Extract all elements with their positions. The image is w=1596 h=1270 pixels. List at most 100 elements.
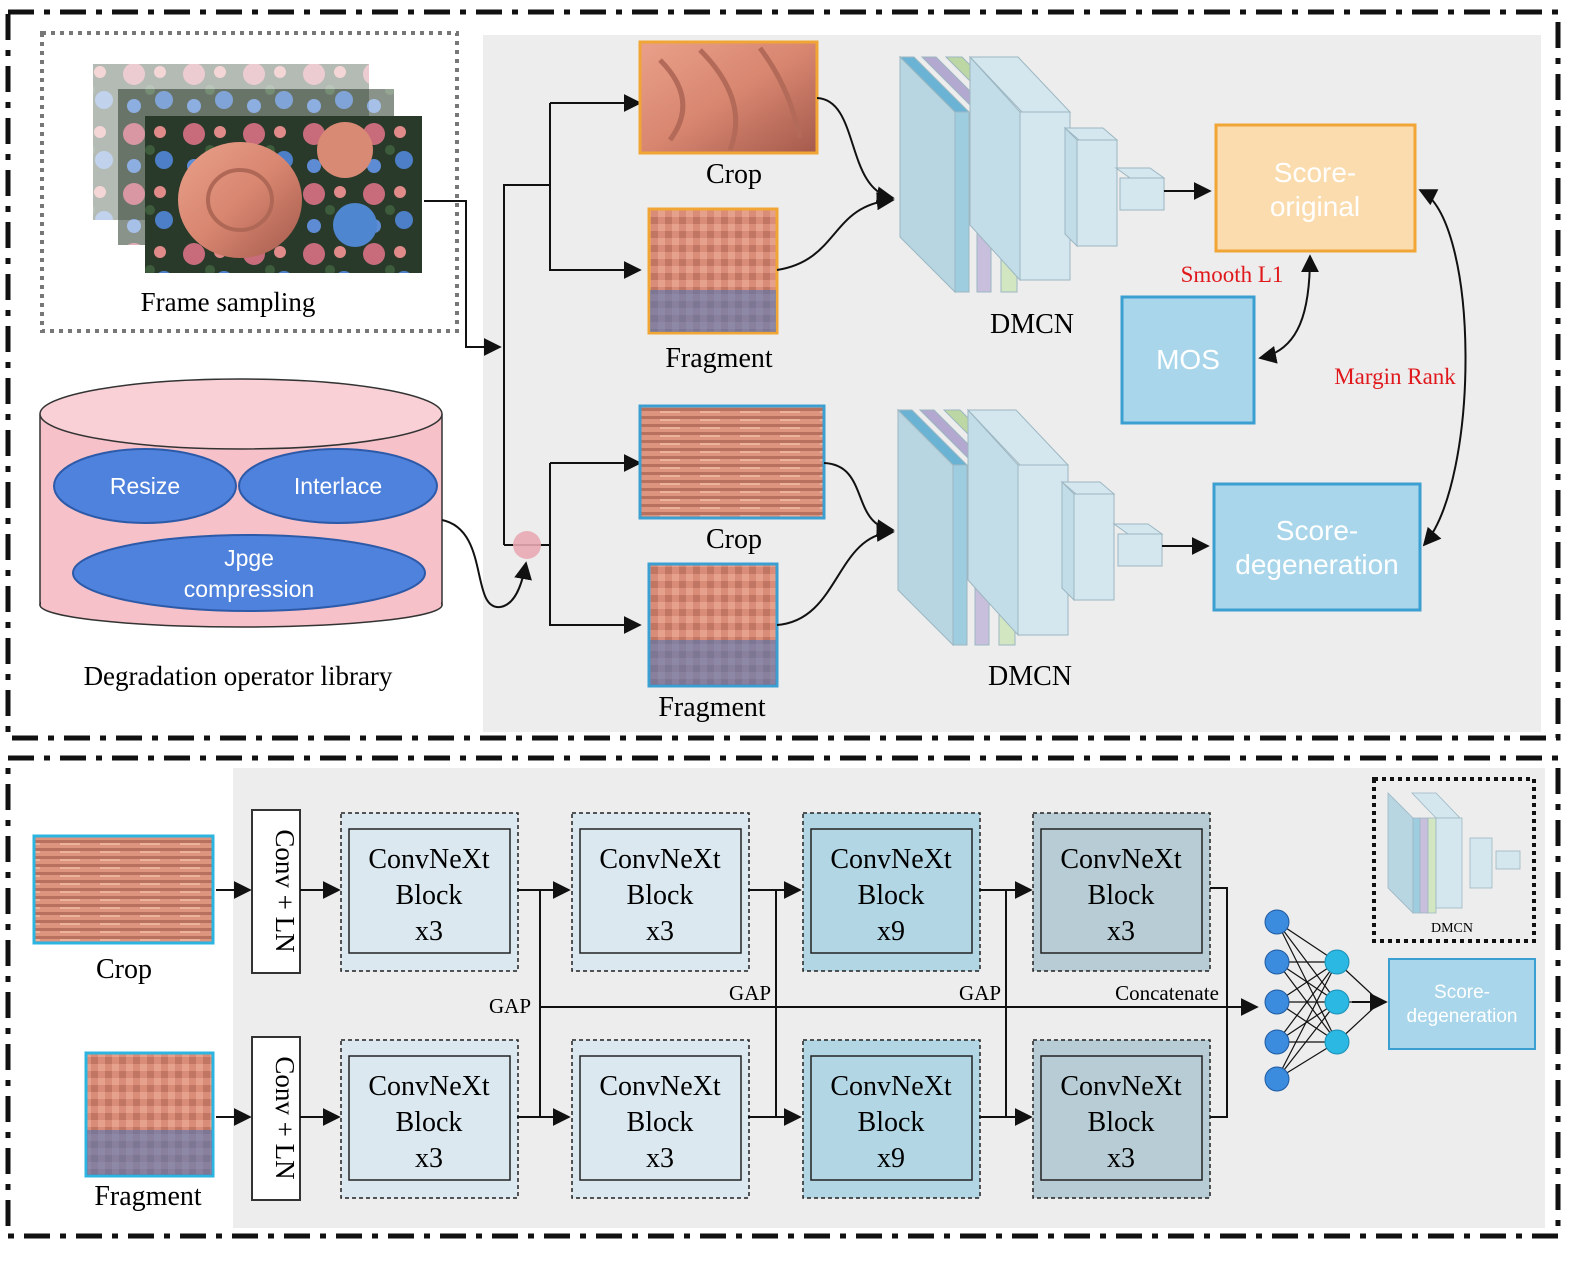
gap-label-2: GAP: [729, 981, 771, 1005]
dmcn-network-top: [898, 55, 1166, 294]
block-title-bottom-4: ConvNeXt: [1060, 1071, 1182, 1102]
bottom-panel-frame: [5, 755, 1561, 1239]
mos-label: MOS: [1156, 344, 1220, 375]
block-count-top-2: x3: [646, 916, 674, 947]
block-subtitle-top-1: Block: [396, 880, 463, 911]
score-original-line2: original: [1270, 191, 1360, 222]
resize-operator: [53, 448, 237, 524]
degraded-crop-label: Crop: [706, 524, 762, 555]
mlp-input-node: [1264, 949, 1290, 975]
bottom-crop-label: Crop: [96, 954, 152, 985]
smooth-l1-label: Smooth L1: [1181, 262, 1284, 287]
top-fragment-label: Fragment: [665, 343, 773, 374]
block-title-top-3: ConvNeXt: [830, 844, 952, 875]
block-count-bottom-4: x3: [1107, 1143, 1135, 1174]
block-title-top-2: ConvNeXt: [599, 844, 721, 875]
block-title-bottom-1: ConvNeXt: [368, 1071, 490, 1102]
convnext-block-bottom-2: [579, 1055, 742, 1181]
interlace-operator: [238, 448, 438, 524]
mlp-hidden-node: [1324, 1029, 1350, 1055]
convnext-block-bottom-3: [810, 1055, 973, 1181]
convnext-block-bottom-4: [1040, 1055, 1203, 1181]
mlp-hidden-node: [1324, 949, 1350, 975]
mlp-input-node: [1264, 1029, 1290, 1055]
score-degeneration-line2: degeneration: [1235, 549, 1398, 580]
bottom-input-arrows: [216, 881, 341, 1126]
convnext-block-top-1: [348, 828, 511, 954]
block-subtitle-bottom-1: Block: [396, 1107, 463, 1138]
degraded-crop-image: [638, 404, 826, 520]
block-connectors: [517, 881, 1259, 1126]
stacked-frames-image: [93, 64, 422, 273]
block-count-top-1: x3: [415, 916, 443, 947]
jpeg-label-line1: Jpge: [224, 545, 274, 571]
branch-connectors: [424, 94, 642, 634]
block-count-top-3: x9: [877, 916, 905, 947]
convnext-block-top-4: [1040, 828, 1203, 954]
margin-rank-label: Margin Rank: [1334, 364, 1456, 389]
block-title-top-4: ConvNeXt: [1060, 844, 1182, 875]
block-title-bottom-3: ConvNeXt: [830, 1071, 952, 1102]
mlp-hidden-node: [1324, 989, 1350, 1015]
gap-label-1: GAP: [489, 994, 531, 1018]
conv-ln-bottom-label: Conv + LN: [270, 1056, 300, 1179]
bottom-score-degeneration-box: [1388, 958, 1536, 1050]
resize-label: Resize: [110, 473, 180, 499]
score-degeneration-line1: Score-: [1276, 515, 1358, 546]
mlp-input-node: [1264, 1066, 1290, 1092]
block-subtitle-bottom-4: Block: [1088, 1107, 1155, 1138]
block-count-bottom-1: x3: [415, 1143, 443, 1174]
mlp-head: [1264, 909, 1381, 1092]
conv-ln-top-label: Conv + LN: [270, 829, 300, 952]
block-subtitle-bottom-3: Block: [858, 1107, 925, 1138]
frame-sampling-label: Frame sampling: [141, 287, 316, 317]
block-count-bottom-2: x3: [646, 1143, 674, 1174]
block-subtitle-bottom-2: Block: [627, 1107, 694, 1138]
block-subtitle-top-3: Block: [858, 880, 925, 911]
dmcn-thumbnail-icon: [1387, 792, 1521, 914]
bottom-score-line1: Score-: [1434, 982, 1490, 1003]
score-degeneration-box: [1212, 482, 1422, 612]
image-to-dmcn-curves: [776, 97, 895, 626]
mos-box: [1120, 295, 1256, 425]
jpeg-operator: [72, 534, 426, 612]
mlp-input-node: [1264, 989, 1290, 1015]
block-title-bottom-2: ConvNeXt: [599, 1071, 721, 1102]
score-original-box: [1214, 123, 1417, 253]
mlp-input-node: [1264, 909, 1290, 935]
convnext-block-top-3: [810, 828, 973, 954]
degraded-fragment-label: Fragment: [658, 692, 766, 723]
top-crop-label: Crop: [706, 159, 762, 190]
dmcn-thumbnail-frame: [1372, 777, 1536, 943]
convnext-block-top-2: [579, 828, 742, 954]
jpeg-label-line2: compression: [184, 576, 314, 602]
mlp-edge: [1276, 1001, 1338, 1080]
interlace-label: Interlace: [294, 473, 382, 499]
frame-sampling-box: [40, 31, 459, 333]
mlp-edge: [1276, 961, 1338, 1080]
conv-ln-top: [251, 809, 301, 974]
dmcn-network-bottom: [896, 408, 1164, 647]
block-count-top-4: x3: [1107, 916, 1135, 947]
block-subtitle-top-4: Block: [1088, 880, 1155, 911]
bottom-fragment-label: Fragment: [94, 1181, 202, 1212]
smooth-l1-arrow: [1258, 254, 1319, 364]
concatenate-label: Concatenate: [1115, 981, 1219, 1005]
mlp-edge: [1276, 961, 1338, 1043]
convnext-block-bottom-1: [348, 1055, 511, 1181]
degradation-join-node: [513, 531, 541, 559]
margin-rank-arrow: [1418, 189, 1467, 547]
conv-ln-bottom: [251, 1036, 301, 1201]
dmcn-thumbnail-label: DMCN: [1431, 921, 1473, 936]
score-original-line1: Score-: [1274, 157, 1356, 188]
bottom-score-line2: degeneration: [1407, 1006, 1518, 1027]
dmcn-label-bottom: DMCN: [988, 661, 1072, 692]
dmcn-label-top: DMCN: [990, 309, 1074, 340]
top-panel-frame: [5, 9, 1561, 741]
block-subtitle-top-2: Block: [627, 880, 694, 911]
gap-label-3: GAP: [959, 981, 1001, 1005]
bottom-crop-image: [32, 834, 215, 945]
library-label: Degradation operator library: [84, 661, 393, 691]
block-title-top-1: ConvNeXt: [368, 844, 490, 875]
